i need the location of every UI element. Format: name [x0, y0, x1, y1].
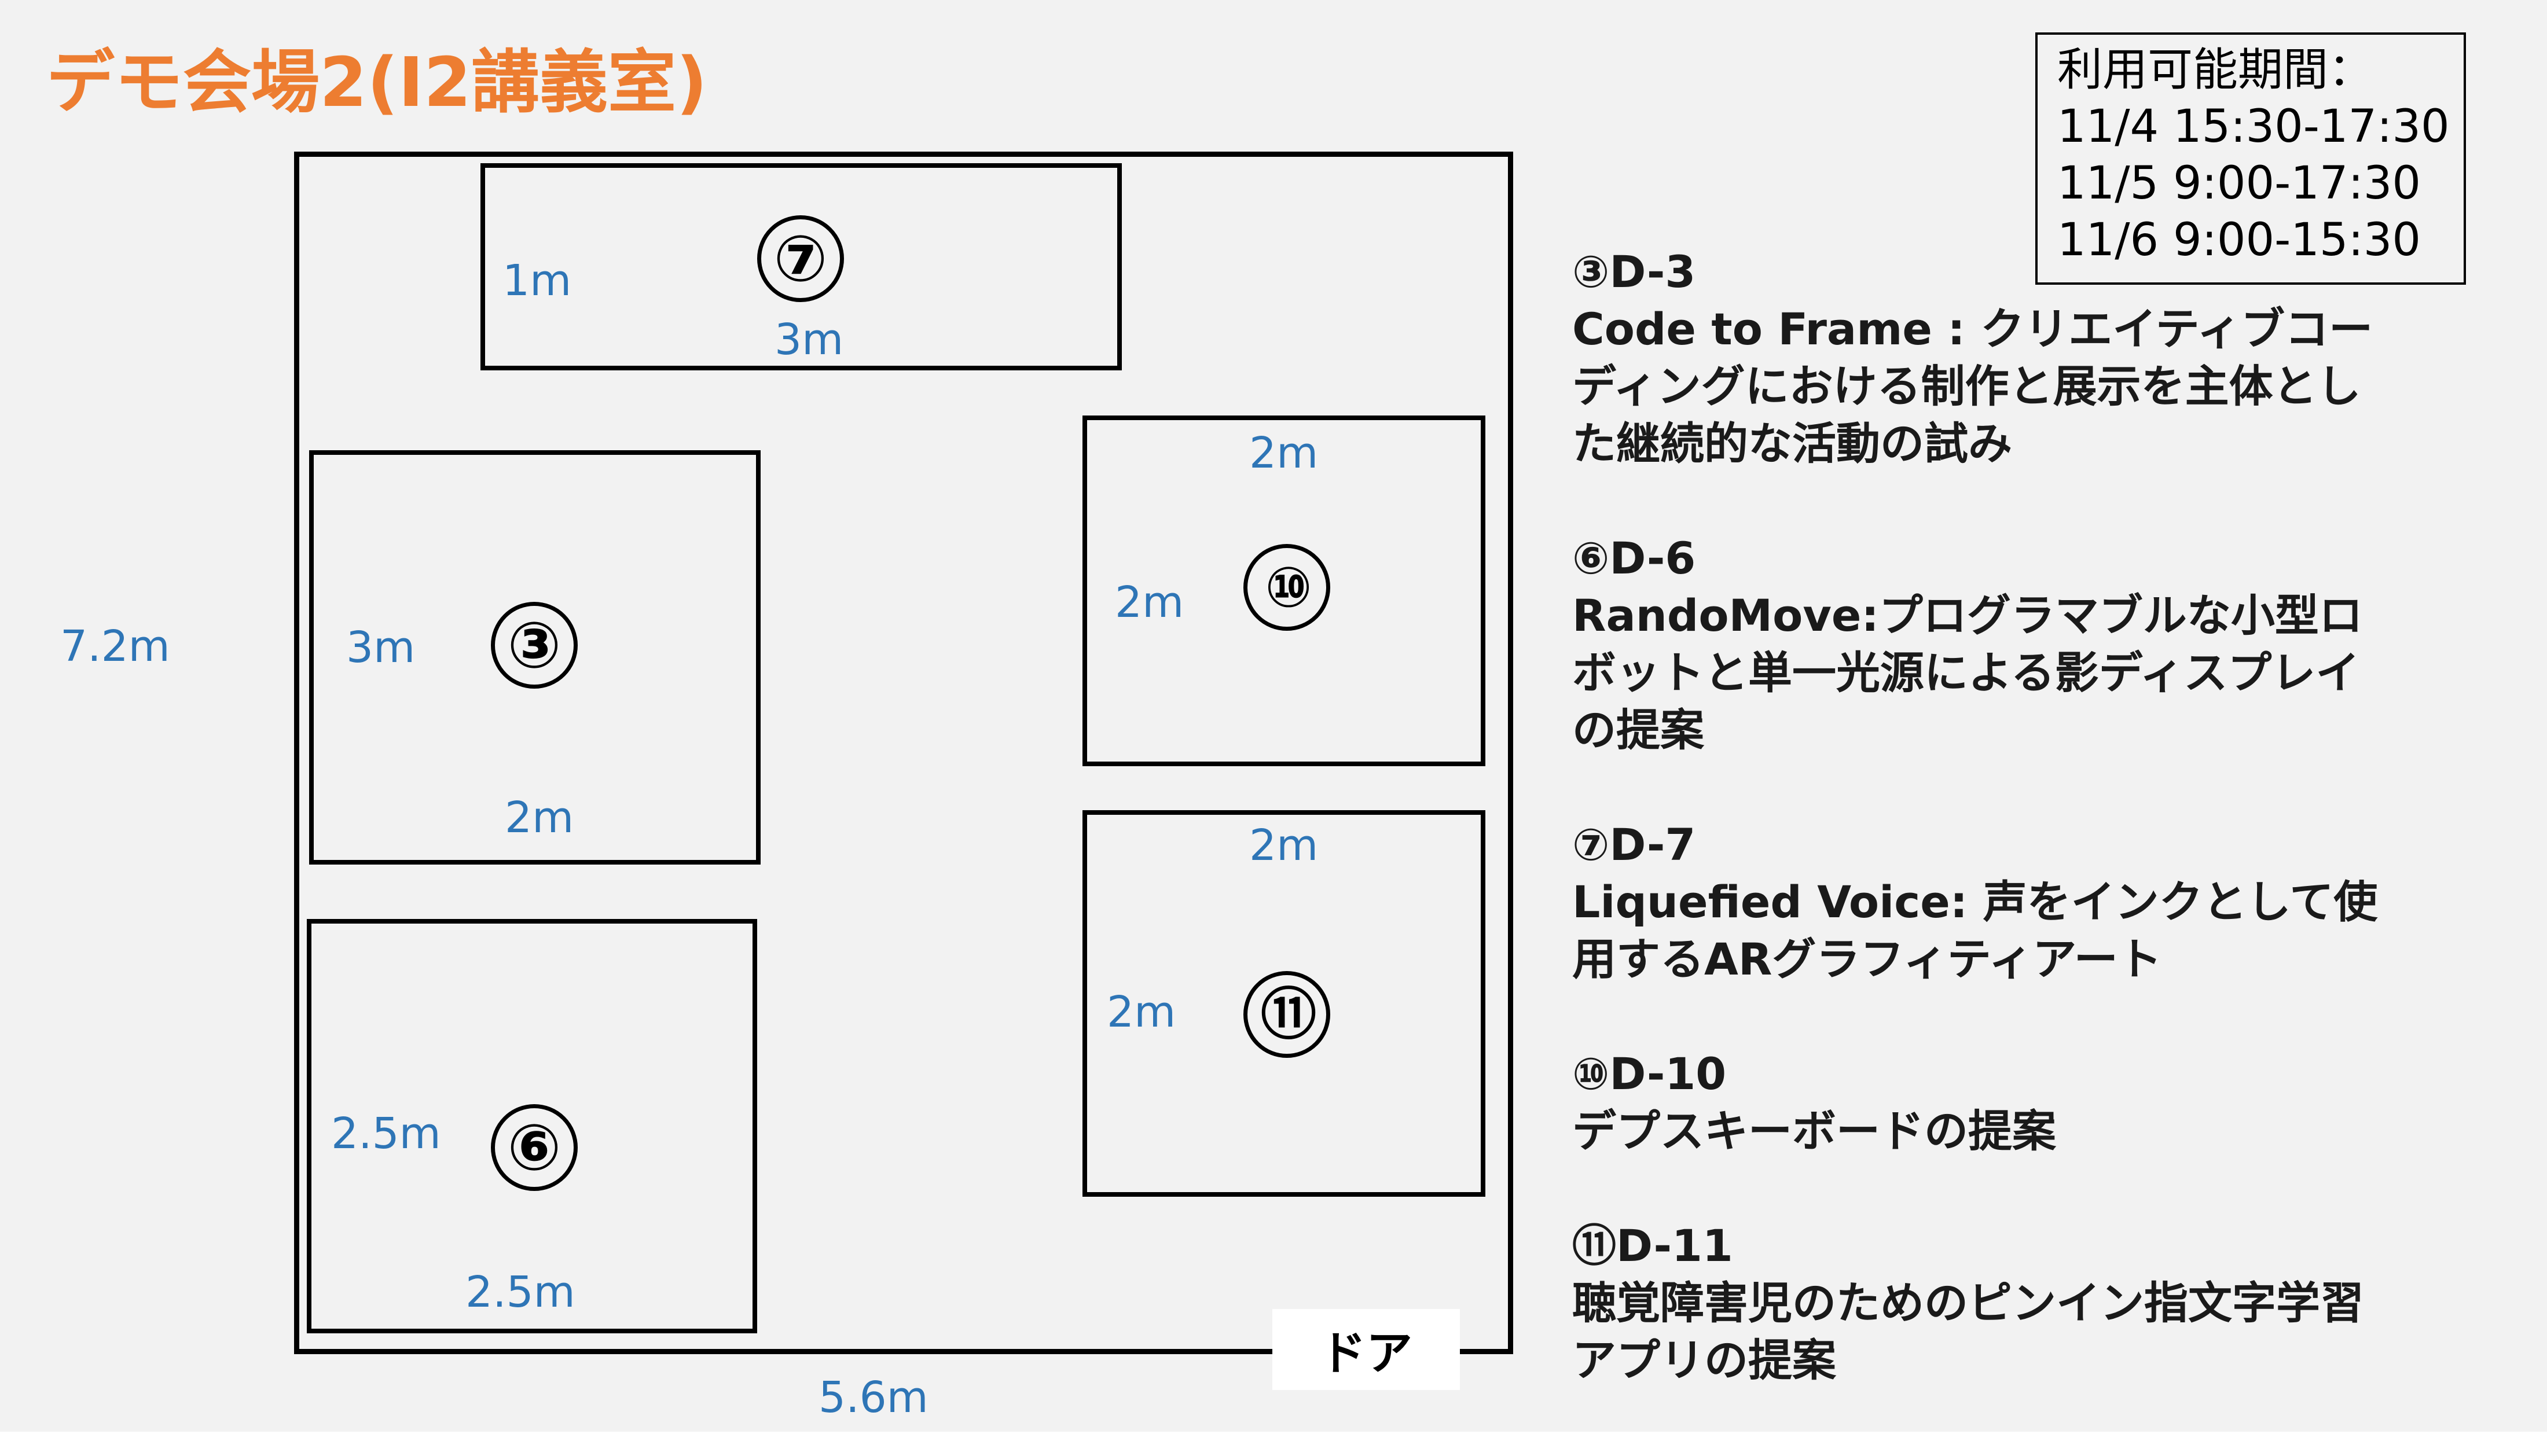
- legend-title-line: Liquefied Voice: 声をインクとして使: [1572, 876, 2378, 928]
- booth-10-number: ⑩: [1243, 544, 1330, 631]
- booth-3-bottom-label: 2m: [505, 793, 574, 843]
- booth-11-side-label: 2m: [1107, 987, 1176, 1037]
- legend-title-line: た継続的な活動の試み: [1572, 418, 2012, 469]
- booth-10-side-label: 2m: [1115, 578, 1184, 627]
- booth-10[interactable]: [1082, 416, 1485, 766]
- booth-7-bottom-label: 3m: [775, 315, 844, 365]
- availability-date-3: 11/6 9:00-15:30: [2057, 214, 2421, 266]
- legend-entry-d10: ⑩D-10 デプスキーボードの提案: [1572, 1045, 2522, 1160]
- legend-title-line: RandoMove:プログラマブルな小型ロ: [1572, 590, 2363, 641]
- legend-title-line: の提案: [1572, 704, 1704, 756]
- availability-box: 利用可能期間： 11/4 15:30-17:30 11/5 9:00-17:30…: [2035, 32, 2466, 285]
- legend-code: ⑥D-6: [1572, 532, 1696, 584]
- booth-3-side-label: 3m: [346, 623, 416, 672]
- booth-7[interactable]: [480, 163, 1122, 370]
- room-width-label: 5.6m: [819, 1373, 928, 1422]
- booth-6-side-label: 2.5m: [331, 1109, 441, 1159]
- legend-entry-d6: ⑥D-6 RandoMove:プログラマブルな小型ロ ボットと単一光源による影デ…: [1572, 530, 2522, 759]
- legend-title-line: ディングにおける制作と展示を主体とし: [1572, 361, 2361, 412]
- legend-code: ③D-3: [1572, 246, 1696, 297]
- room-height-label: 7.2m: [60, 622, 170, 671]
- legend-code: ⑦D-7: [1572, 819, 1696, 870]
- booth-6[interactable]: [307, 919, 757, 1333]
- legend-code: ⑩D-10: [1572, 1048, 1727, 1100]
- legend-title-line: アプリの提案: [1572, 1334, 1836, 1386]
- booth-6-number: ⑥: [491, 1104, 578, 1191]
- booth-11[interactable]: [1082, 810, 1485, 1197]
- page-title: デモ会場2(I2講義室): [46, 42, 707, 122]
- booth-11-top-label: 2m: [1249, 821, 1319, 870]
- booth-6-bottom-label: 2.5m: [465, 1267, 575, 1317]
- legend-title-line: デプスキーボードの提案: [1572, 1105, 2056, 1157]
- legend-entry-d3: ③D-3 Code to Frame : クリエイティブコー ディングにおける制…: [1572, 243, 2522, 472]
- legend-code: ⑪D-11: [1572, 1220, 1733, 1271]
- availability-date-2: 11/5 9:00-17:30: [2057, 157, 2421, 209]
- legend-title-line: 聴覚障害児のためのピンイン指文字学習: [1572, 1277, 2364, 1329]
- legend-entry-d7: ⑦D-7 Liquefied Voice: 声をインクとして使 用するARグラフ…: [1572, 816, 2522, 988]
- legend-title-line: ボットと単一光源による影ディスプレイ: [1572, 647, 2360, 698]
- room-outline: [294, 152, 1513, 1354]
- legend-title-line: 用するARグラフィティアート: [1572, 933, 2162, 985]
- booth-7-side-label: 1m: [502, 256, 572, 306]
- booth-3[interactable]: [309, 450, 761, 865]
- legend-entry-d11: ⑪D-11 聴覚障害児のためのピンイン指文字学習 アプリの提案: [1572, 1217, 2522, 1389]
- booth-11-number: ⑪: [1243, 971, 1330, 1058]
- availability-heading: 利用可能期間：: [2057, 44, 2374, 96]
- booth-3-number: ③: [491, 602, 578, 689]
- booth-7-number: ⑦: [757, 215, 844, 302]
- legend-title-line: Code to Frame : クリエイティブコー: [1572, 303, 2373, 355]
- booth-legend: ③D-3 Code to Frame : クリエイティブコー ディングにおける制…: [1572, 243, 2522, 1389]
- availability-date-1: 11/4 15:30-17:30: [2057, 101, 2450, 153]
- booth-10-top-label: 2m: [1249, 428, 1319, 478]
- door-label: ドア: [1272, 1309, 1460, 1390]
